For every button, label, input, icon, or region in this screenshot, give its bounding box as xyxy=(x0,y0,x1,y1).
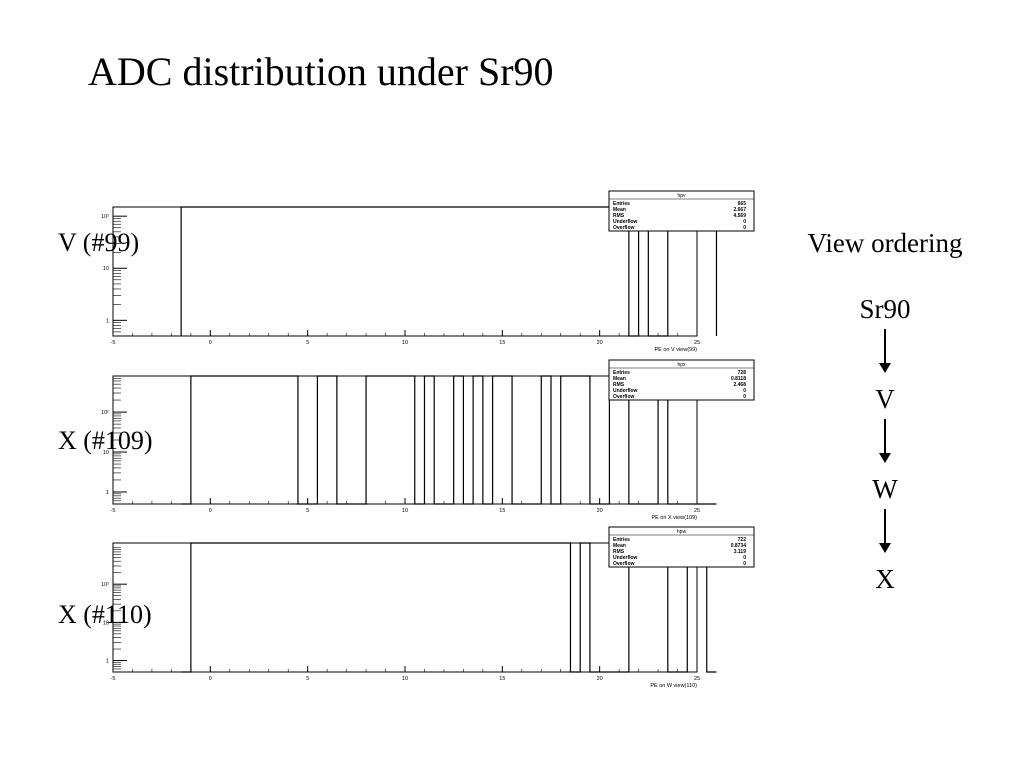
plot-label-v99: V (#99) xyxy=(58,228,140,257)
y-tick-label: 1 xyxy=(106,490,109,496)
stats-box xyxy=(608,190,755,232)
stats-value: 665 xyxy=(738,201,747,207)
stats-title: hpv xyxy=(677,193,686,199)
y-tick-label: 1 xyxy=(106,318,109,324)
stats-value: 0 xyxy=(743,555,746,561)
view-ordering-title: View ordering xyxy=(807,228,963,258)
stats-label: Entries xyxy=(613,201,630,207)
stats-label: Entries xyxy=(613,370,630,376)
y-tick-label: 10 xyxy=(103,266,109,272)
x-tick-label: -5 xyxy=(111,508,116,514)
stats-value: 3.119 xyxy=(734,549,746,555)
x-tick-label: 15 xyxy=(499,508,505,514)
x-tick-label: 25 xyxy=(694,508,700,514)
x-tick-label: -5 xyxy=(111,676,116,682)
stats-value: 722 xyxy=(738,537,747,543)
ordering-step-v: V xyxy=(875,384,895,414)
ordering-step-w: W xyxy=(872,474,898,504)
x-tick-label: 0 xyxy=(209,508,212,514)
y-tick-label: 10 xyxy=(103,620,109,626)
x-tick-label: 20 xyxy=(597,676,603,682)
x-tick-label: 5 xyxy=(306,340,309,346)
plot-label-x109: X (#109) xyxy=(58,426,153,455)
x-tick-label: 10 xyxy=(402,340,408,346)
stats-label: RMS xyxy=(613,549,625,555)
y-tick-label: 10² xyxy=(101,214,109,220)
x-tick-label: 20 xyxy=(597,340,603,346)
arrow-down-icon xyxy=(879,329,891,373)
stats-value: 0 xyxy=(743,219,746,225)
stats-title: hpw xyxy=(677,529,687,535)
x-tick-label: 5 xyxy=(306,508,309,514)
stats-value: 0 xyxy=(743,388,746,394)
y-tick-label: 10² xyxy=(101,410,109,416)
stats-label: Mean xyxy=(613,376,626,382)
stats-title: hpx xyxy=(677,362,686,368)
stats-label: Entries xyxy=(613,537,630,543)
x-tick-label: -5 xyxy=(111,340,116,346)
stats-label: Underflow xyxy=(613,555,638,561)
stats-box xyxy=(608,526,755,568)
x-tick-label: 0 xyxy=(209,676,212,682)
stats-label: RMS xyxy=(613,213,625,219)
stats-label: Underflow xyxy=(613,388,638,394)
slide-title: ADC distribution under Sr90 xyxy=(88,49,554,94)
stats-label: Overflow xyxy=(613,225,635,231)
x-axis-title: PE on V view(99) xyxy=(655,347,698,353)
stats-value: 4.569 xyxy=(733,213,746,219)
stats-box xyxy=(608,359,755,401)
x-axis-title: PE on W view(110) xyxy=(650,683,697,689)
ordering-step-x: X xyxy=(875,564,895,594)
arrow-down-icon xyxy=(879,509,891,553)
stats-label: Overflow xyxy=(613,561,635,567)
y-tick-label: 10 xyxy=(103,450,109,456)
stats-value: 0 xyxy=(743,394,746,400)
x-axis-title: PE on X view(109) xyxy=(651,515,697,521)
stats-value: 0.8118 xyxy=(731,376,746,382)
stats-value: 0 xyxy=(743,561,746,567)
x-tick-label: 0 xyxy=(209,340,212,346)
stats-label: Mean xyxy=(613,207,626,213)
x-tick-label: 25 xyxy=(694,676,700,682)
stats-value: 2.468 xyxy=(733,382,746,388)
stats-label: Underflow xyxy=(613,219,638,225)
arrow-down-icon xyxy=(879,419,891,463)
plot-label-x110: X (#110) xyxy=(58,600,152,629)
x-tick-label: 10 xyxy=(402,508,408,514)
x-tick-label: 20 xyxy=(597,508,603,514)
x-tick-label: 25 xyxy=(694,340,700,346)
view-ordering: View ordering Sr90 V W X xyxy=(780,228,990,595)
x-tick-label: 15 xyxy=(499,676,505,682)
stats-value: 2.667 xyxy=(733,207,746,213)
stats-label: Overflow xyxy=(613,394,635,400)
x-tick-label: 5 xyxy=(306,676,309,682)
stats-value: 0.8734 xyxy=(731,543,747,549)
x-tick-label: 15 xyxy=(499,340,505,346)
stats-value: 0 xyxy=(743,225,746,231)
stats-label: RMS xyxy=(613,382,625,388)
stats-value: 728 xyxy=(738,370,747,376)
x-tick-label: 10 xyxy=(402,676,408,682)
stats-label: Mean xyxy=(613,543,626,549)
ordering-step-sr90: Sr90 xyxy=(859,294,911,324)
y-tick-label: 10² xyxy=(101,582,109,588)
y-tick-label: 1 xyxy=(106,659,109,665)
